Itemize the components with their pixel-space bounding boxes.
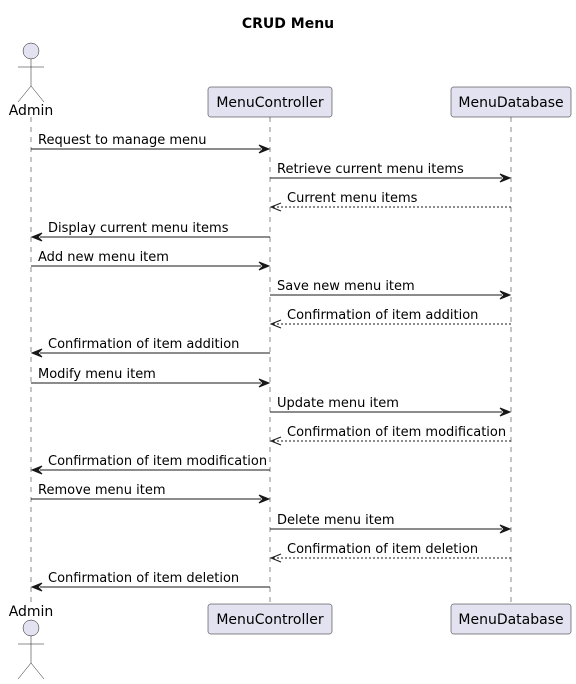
message-label: Add new menu item	[38, 250, 169, 265]
participant-label-admin-bottom: Admin	[9, 604, 54, 620]
participant-label-controller-top: MenuController	[216, 95, 324, 111]
arrow-head-icon	[30, 348, 43, 358]
participants: AdminAdminMenuControllerMenuControllerMe…	[9, 42, 572, 680]
message-7: Confirmation of item addition	[269, 308, 511, 329]
participant-label-database-top: MenuDatabase	[458, 95, 563, 111]
arrow-head-icon	[499, 290, 512, 300]
message-13: Remove menu item	[31, 483, 271, 504]
actor-body-icon	[17, 636, 45, 680]
arrow-head-icon	[499, 524, 512, 534]
message-label: Modify menu item	[38, 367, 156, 382]
message-1: Request to manage menu	[31, 133, 271, 154]
message-label: Remove menu item	[38, 483, 166, 498]
message-label: Save new menu item	[277, 279, 415, 294]
participant-label-database-bottom: MenuDatabase	[458, 612, 563, 628]
participant-box	[450, 603, 572, 635]
message-16: Confirmation of item deletion	[30, 571, 270, 592]
arrow-head-icon	[499, 173, 512, 183]
arrow-head-icon	[269, 553, 282, 563]
arrow-head-icon	[30, 232, 43, 242]
message-label: Confirmation of item addition	[48, 337, 239, 352]
participant-box	[207, 603, 333, 635]
message-label: Confirmation of item modification	[287, 425, 506, 440]
lifelines	[30, 117, 512, 604]
message-label: Confirmation of item deletion	[48, 571, 239, 586]
message-label: Delete menu item	[277, 513, 395, 528]
arrow-head-icon	[269, 202, 282, 212]
message-2: Retrieve current menu items	[270, 162, 512, 183]
arrow-head-icon	[269, 319, 282, 329]
message-14: Delete menu item	[270, 513, 512, 534]
message-label: Current menu items	[287, 191, 418, 206]
actor-admin-top: Admin	[9, 42, 54, 119]
arrow-head-icon	[499, 407, 512, 417]
message-9: Modify menu item	[31, 367, 271, 388]
message-label: Confirmation of item modification	[48, 454, 267, 469]
arrow-head-icon	[258, 494, 271, 504]
diagram-title: CRUD Menu	[242, 16, 334, 32]
actor-head-icon	[22, 619, 40, 637]
participant-label-controller-bottom: MenuController	[216, 612, 324, 628]
arrow-head-icon	[269, 436, 282, 446]
arrow-head-icon	[258, 261, 271, 271]
arrow-head-icon	[30, 465, 43, 475]
message-10: Update menu item	[270, 396, 512, 417]
message-12: Confirmation of item modification	[30, 454, 270, 475]
message-label: Confirmation of item addition	[287, 308, 478, 323]
message-3: Current menu items	[269, 191, 511, 212]
arrow-head-icon	[258, 378, 271, 388]
message-label: Display current menu items	[48, 221, 229, 236]
message-4: Display current menu items	[30, 221, 270, 242]
participant-controller-top: MenuController	[207, 86, 333, 118]
participant-label-admin-top: Admin	[9, 103, 54, 119]
message-label: Request to manage menu	[38, 133, 206, 148]
message-label: Confirmation of item deletion	[287, 542, 478, 557]
arrow-head-icon	[30, 582, 43, 592]
message-5: Add new menu item	[31, 250, 271, 271]
message-label: Update menu item	[277, 396, 399, 411]
participant-database-top: MenuDatabase	[450, 86, 572, 118]
actor-body-icon	[17, 59, 45, 103]
participant-box	[207, 86, 333, 118]
participant-box	[450, 86, 572, 118]
arrow-head-icon	[258, 144, 271, 154]
actor-admin-bottom: Admin	[9, 604, 54, 680]
participant-database-bottom: MenuDatabase	[450, 603, 572, 635]
message-6: Save new menu item	[270, 279, 512, 300]
participant-controller-bottom: MenuController	[207, 603, 333, 635]
message-label: Retrieve current menu items	[277, 162, 464, 177]
message-11: Confirmation of item modification	[269, 425, 511, 446]
message-15: Confirmation of item deletion	[269, 542, 511, 563]
message-8: Confirmation of item addition	[30, 337, 270, 358]
actor-head-icon	[22, 42, 40, 60]
